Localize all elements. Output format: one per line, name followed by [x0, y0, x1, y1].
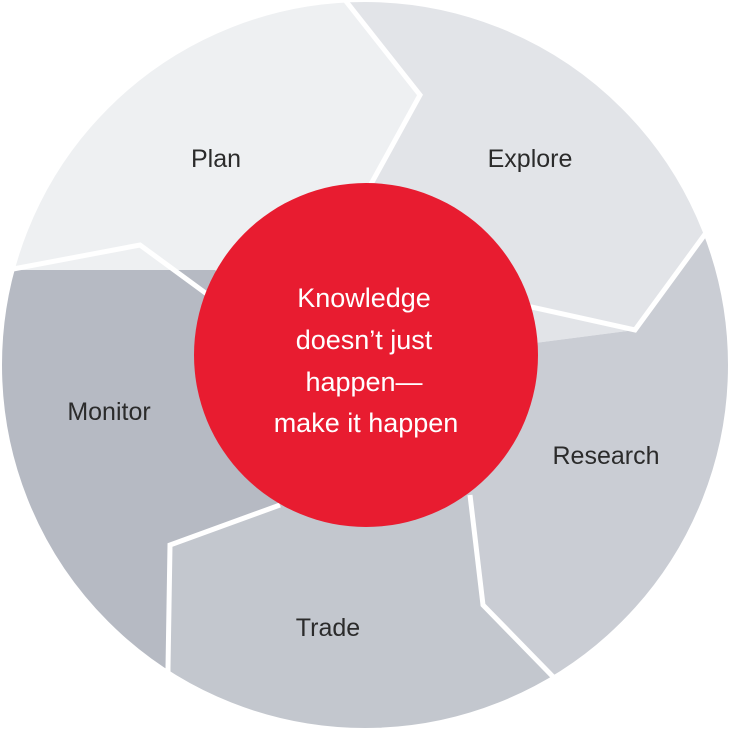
divider-explore-research	[499, 198, 729, 333]
label-explore: Explore	[488, 145, 573, 173]
center-line-3: happen—	[305, 367, 422, 397]
center-circle	[194, 183, 538, 527]
center-line-4: make it happen	[274, 408, 459, 438]
segment-trade	[168, 365, 605, 729]
label-plan: Plan	[191, 145, 241, 173]
center-line-2: doesn’t just	[296, 325, 433, 355]
label-research: Research	[553, 442, 660, 470]
segment-research	[365, 200, 729, 729]
label-trade: Trade	[296, 614, 360, 642]
center-message: Knowledge doesn’t just happen— make it h…	[274, 283, 459, 438]
label-monitor: Monitor	[67, 398, 150, 426]
center-line-1: Knowledge	[297, 283, 431, 313]
divider-plan-explore	[343, 1, 423, 197]
